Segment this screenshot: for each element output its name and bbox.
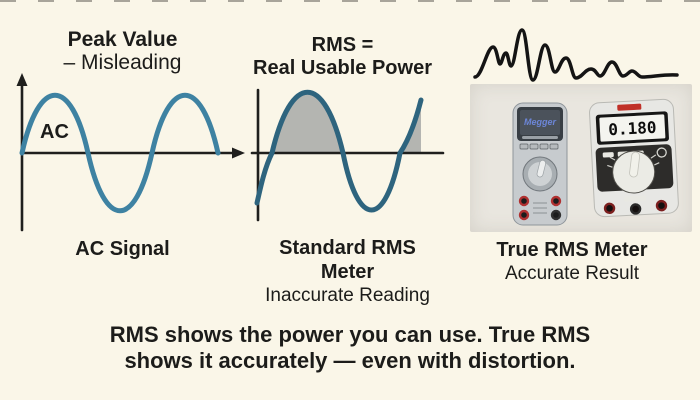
top-edge-artifact [0,0,700,2]
right-caption-line2: Accurate Result [504,263,640,284]
true-rms-terminals [603,199,668,215]
distorted-wave-icon [473,28,679,82]
sine-wave [254,90,424,213]
footer-summary: RMS shows the power you can use. True RM… [0,322,700,374]
left-panel-title: Peak Value – Misleading [15,28,230,74]
middle-caption-line3: Inaccurate Reading [265,285,430,306]
left-panel-caption: AC Signal [75,238,170,260]
footer-line1: RMS shows the power you can use. True RM… [109,322,591,347]
y-axis-arrow-icon [16,73,28,86]
right-panel-caption: True RMS Meter Accurate Result [462,238,682,285]
middle-title-line1: RMS = [311,34,374,56]
multimeters-graphic: Megger [512,98,679,226]
left-title-line1: Peak Value [67,28,178,51]
rms-shaded-area-right [400,100,421,153]
middle-title-line2: Real Usable Power [253,57,432,79]
multimeters-photo: Megger [470,84,692,232]
ac-wave-label: AC [40,121,69,143]
distorted-waveform [473,28,679,82]
meter-logo [617,103,642,111]
sine-wave [19,92,221,214]
true-rms-rotary-dial [607,150,660,194]
megger-terminals [518,195,562,221]
true-rms-multimeter-image: 0.180 [589,98,679,218]
left-title-line2: – Misleading [63,51,182,74]
middle-caption-line1: Standard RMS [279,237,416,259]
megger-brand-label: Megger [524,117,557,127]
middle-panel-caption: Standard RMS Meter Inaccurate Reading [250,236,445,307]
rms-shaded-wave-chart [250,88,445,222]
x-axis-arrow-icon [232,147,245,159]
middle-panel-title: RMS = Real Usable Power [245,34,440,80]
middle-caption-line2: Meter [320,261,375,283]
footer-line2: shows it accurately — even with distorti… [124,348,576,373]
megger-multimeter-image: Megger [512,102,568,226]
lcd-display: 0.180 [608,118,657,139]
megger-buttons [519,143,559,150]
ac-sine-wave-chart: AC [16,73,245,232]
megger-rotary-dial [522,156,558,192]
right-caption-line1: True RMS Meter [496,239,648,261]
